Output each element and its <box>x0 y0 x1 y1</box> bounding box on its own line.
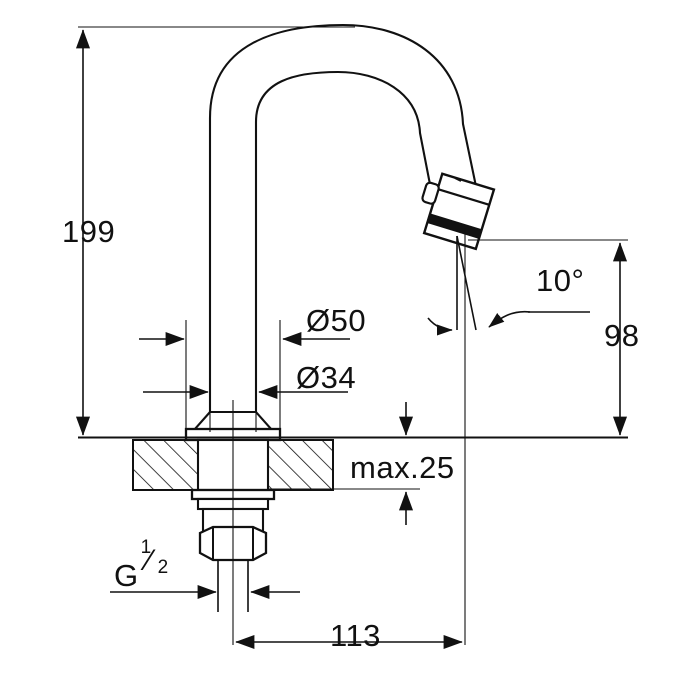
spout-inner-profile <box>254 70 436 432</box>
label-height-199: 199 <box>62 214 116 249</box>
dimension-angle-10 <box>427 235 590 336</box>
label-outlet-angle-10: 10° <box>536 263 585 298</box>
label-reach-113: 113 <box>330 618 381 653</box>
spout-outer-profile <box>208 23 480 432</box>
fraction-slash: ⁄ <box>146 544 153 577</box>
aerator-band-lower <box>426 213 483 239</box>
counter-hatch-left <box>132 439 199 491</box>
thread-letter: G <box>114 558 139 593</box>
counter-section <box>78 436 628 491</box>
aerator-assembly <box>421 172 496 251</box>
stream-axis-tilted <box>456 235 477 331</box>
counter-hatch-right <box>267 439 334 491</box>
label-spout-height-98: 98 <box>604 318 640 353</box>
fraction-numerator: 1 <box>140 537 152 558</box>
reference-lines <box>78 26 628 645</box>
aerator-side-lug <box>421 181 440 205</box>
label-flange-diameter-50: Ø50 <box>306 303 367 338</box>
fraction-denominator: 2 <box>157 557 169 578</box>
angle-leader-right <box>488 310 531 328</box>
label-body-diameter-34: Ø34 <box>296 360 357 395</box>
thread-fraction: 1⁄2 <box>139 538 173 586</box>
faucet-outline <box>208 23 480 432</box>
label-counter-thickness-max25: max.25 <box>350 450 455 485</box>
aerator-band-upper <box>437 188 490 206</box>
angle-leader-left <box>427 317 453 336</box>
spout-joint-mark <box>454 177 462 182</box>
